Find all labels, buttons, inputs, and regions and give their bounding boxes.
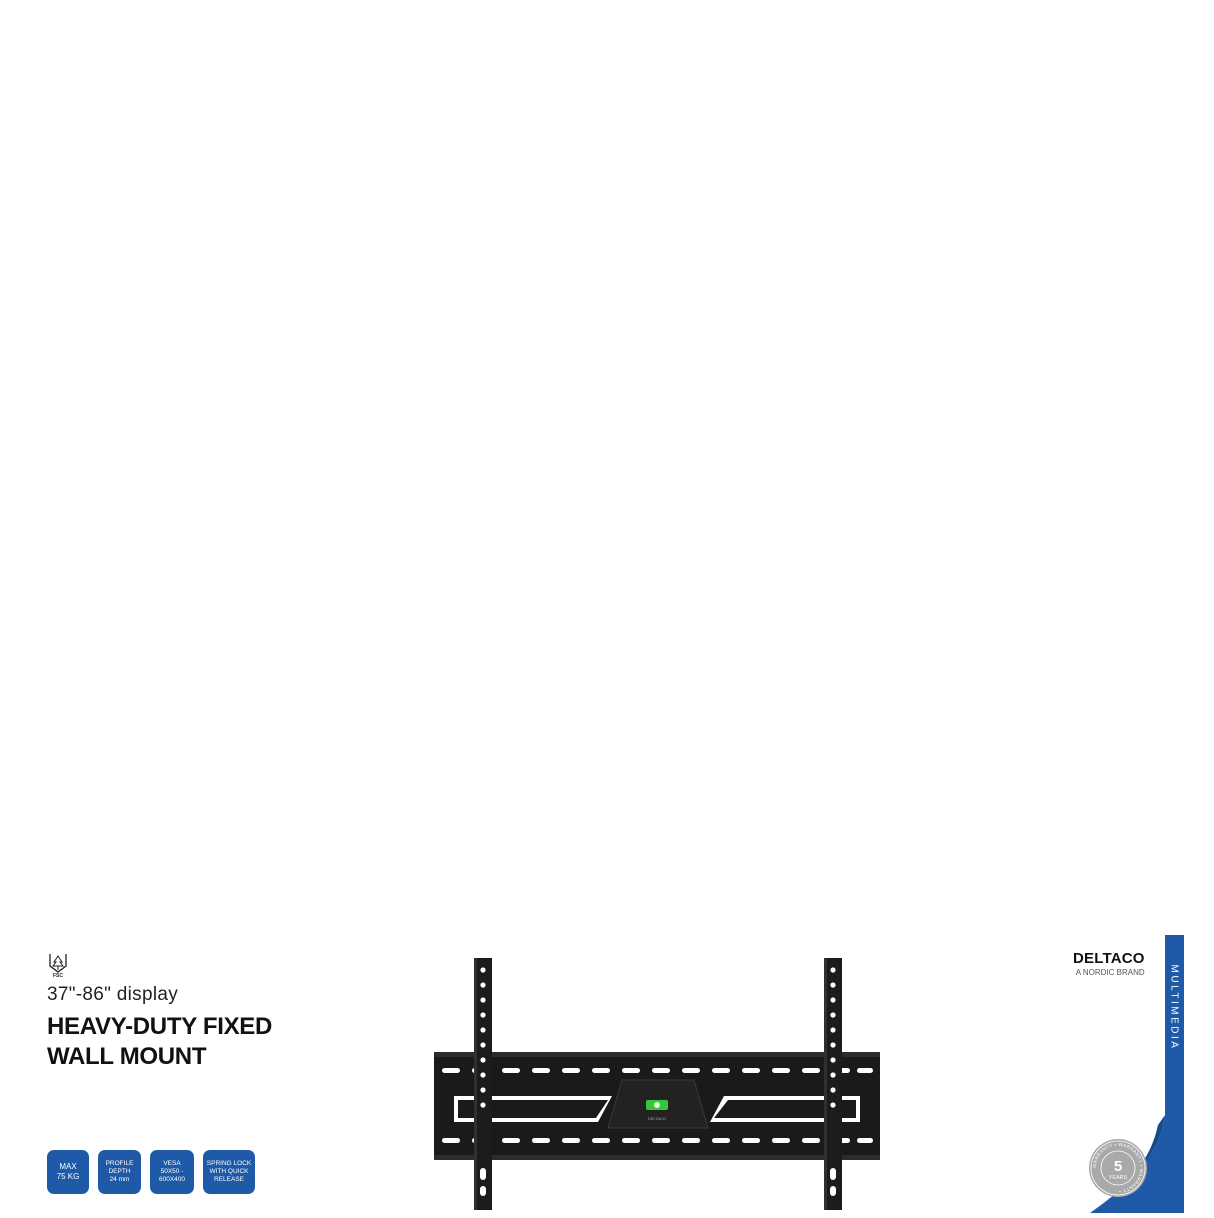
brand-tagline: A NORDIC BRAND — [1075, 968, 1145, 977]
svg-text:YEARS: YEARS — [1109, 1175, 1128, 1181]
svg-text:DELTACO: DELTACO — [648, 1116, 666, 1121]
title-line-2: WALL MOUNT — [47, 1043, 207, 1070]
warranty-seal-icon: WARRANTY • WARRANTY • WARRANTY • 5 YEARS — [1089, 1139, 1147, 1197]
badge-profile-depth: PROFILE DEPTH 24 mm — [98, 1150, 141, 1194]
fsc-tree-icon: FSC — [49, 954, 67, 979]
category-label: MULTIMEDIA — [1168, 964, 1180, 1050]
warranty-seal: WARRANTY • WARRANTY • WARRANTY • 5 YEARS — [1088, 1138, 1148, 1198]
badge-spring-lock: SPRING LOCK WITH QUICK RELEASE — [203, 1150, 255, 1194]
wall-mount-illustration: DELTACO — [434, 958, 880, 1210]
product-title: HEAVY-DUTY FIXED WALL MOUNT — [47, 1012, 272, 1072]
display-size-range: 37"-86" display — [47, 984, 179, 1005]
brand-block: DELTACO A NORDIC BRAND — [1073, 950, 1145, 977]
svg-text:FSC: FSC — [53, 973, 63, 979]
brand-side-bar — [1090, 935, 1184, 1213]
feature-badges: MAX 75 KG PROFILE DEPTH 24 mm VESA 50X50… — [47, 1150, 255, 1194]
badge-vesa: VESA 50X50 - 600X400 — [150, 1150, 194, 1194]
fsc-logo: FSC — [47, 952, 69, 980]
product-banner: FSC 37"-86" display HEAVY-DUTY FIXED WAL… — [0, 466, 1214, 1213]
title-line-1: HEAVY-DUTY FIXED — [47, 1013, 273, 1040]
brand-name: DELTACO — [1073, 950, 1145, 967]
badge-max-load: MAX 75 KG — [47, 1150, 89, 1194]
wall-mount-image: DELTACO — [432, 958, 882, 1212]
svg-text:5: 5 — [1114, 1158, 1122, 1175]
blue-swoosh-shape — [1090, 935, 1184, 1213]
